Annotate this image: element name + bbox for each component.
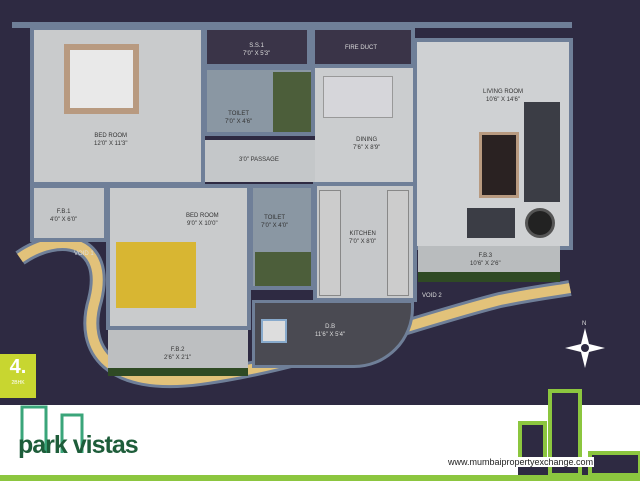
room-size: 7'6" x 8'9" (353, 145, 381, 151)
room-name: F.B.3 (478, 253, 493, 259)
website-link[interactable]: www.mumbaipropertyexchange.com (447, 457, 595, 467)
db: D.B 11'6" x 5'4" (252, 300, 414, 368)
footer-band: park vistas www.mumbaipropertyexchange.c… (0, 389, 640, 475)
brand-logo: park vistas (18, 431, 139, 459)
dining-table-icon (323, 76, 393, 118)
washing-machine-icon (261, 319, 287, 343)
room-name: TOILET (264, 215, 286, 221)
badge-type: 2BHK (11, 380, 25, 386)
shower-area (273, 72, 311, 132)
room-name: FIRE DUCT (345, 45, 377, 51)
toilet-1: TOILET 7'0" x 4'6" (203, 66, 315, 136)
room-name: TOILET (228, 111, 250, 117)
void1-label: VOID 1 (74, 251, 94, 257)
room-name: F.B.1 (56, 209, 71, 215)
ottoman-icon (525, 208, 555, 238)
room-name: DINING (356, 137, 378, 143)
bedroom-2: BED ROOM 9'0" x 10'0" (106, 184, 251, 330)
bed-icon (64, 44, 139, 114)
unit-type-badge: 4. 2BHK (0, 354, 36, 398)
room-name: BED ROOM (94, 133, 128, 139)
counter-right (387, 190, 409, 296)
counter-left (319, 190, 341, 296)
room-size: 4'0" x 6'0" (50, 217, 78, 223)
compass: N (562, 320, 608, 372)
footer-accent-line (0, 475, 640, 481)
void2-label: VOID 2 (422, 293, 442, 299)
room-size: 7'0" x 4'0" (261, 223, 289, 229)
room-size: 12'0" x 11'3" (94, 141, 128, 147)
living-room: LIVING ROOM 10'6" x 14'6" (413, 38, 573, 250)
room-name: S.S.1 (249, 43, 264, 49)
room-name: D.B (325, 324, 336, 330)
room-name: F.B.2 (170, 347, 185, 353)
badge-number: 4. (9, 356, 27, 378)
room-size: 11'6" x 5'4" (315, 332, 346, 338)
fb3: F.B.3 10'6" x 2'6" (418, 246, 560, 282)
fire-duct: FIRE DUCT (311, 26, 415, 68)
ss1: S.S.1 7'0" x 5'3" (203, 26, 311, 68)
dining: DINING 7'6" x 8'9" (315, 68, 415, 182)
room-name: KITCHEN (349, 231, 376, 237)
shower-area (255, 252, 311, 286)
top-wall (12, 22, 572, 28)
room-name: BED ROOM (186, 213, 219, 219)
armchair-icon (467, 208, 515, 238)
bed-icon (116, 242, 196, 308)
fb2: F.B.2 2'6" x 2'1" (108, 330, 248, 376)
fb1: F.B.1 4'0" x 6'0" (30, 184, 108, 242)
room-size: 9'0" x 10'0" (187, 221, 218, 227)
passage: 3'0" PASSAGE (205, 140, 315, 182)
kitchen: KITCHEN 7'0" x 8'0" (313, 182, 417, 302)
logo-mark-icon (20, 405, 84, 453)
room-name: LIVING ROOM (483, 89, 524, 95)
curved-balcony (15, 235, 572, 389)
coffee-table-icon (479, 132, 519, 198)
sofa-icon (524, 102, 560, 202)
room-size: 10'6" x 14'6" (486, 97, 520, 103)
room-size: 7'0" x 4'6" (225, 119, 253, 125)
compass-rose-icon (565, 328, 605, 368)
room-name: 3'0" PASSAGE (239, 157, 279, 163)
room-size: 7'0" x 5'3" (243, 51, 271, 57)
room-size: 7'0" x 8'0" (349, 239, 377, 245)
bedroom-1: BED ROOM 12'0" x 11'3" (30, 26, 205, 186)
room-size: 10'6" x 2'6" (470, 261, 501, 267)
room-size: 2'6" x 2'1" (164, 355, 192, 361)
toilet-2: TOILET 7'0" x 4'0" (249, 184, 315, 290)
compass-north-label: N (582, 321, 587, 327)
